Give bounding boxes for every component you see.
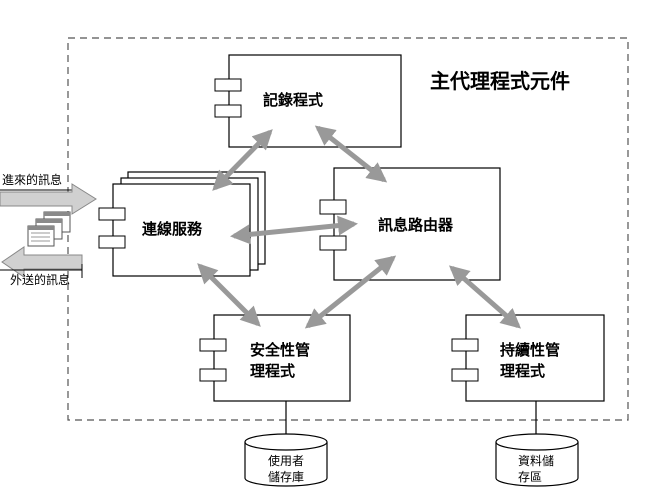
security-manager-label-1: 安全性管: [250, 341, 310, 359]
incoming-label: 進來的訊息: [2, 172, 62, 187]
connector-arrows: [197, 125, 522, 329]
user-repository-label-1: 使用者: [268, 453, 304, 468]
component-port-icon: [451, 338, 479, 352]
arrow-router-security: [304, 255, 397, 329]
message-router-label: 訊息路由器: [378, 216, 454, 234]
component-port-icon: [199, 338, 227, 352]
logger-component: 記錄程式: [214, 54, 402, 148]
data-store-label-1: 資料儲: [518, 454, 554, 468]
user-repository-label-2: 儲存庫: [268, 470, 304, 484]
component-port-icon: [451, 368, 479, 382]
component-port-icon: [319, 235, 347, 251]
security-manager-label-2: 理程式: [250, 362, 295, 380]
data-store-label-2: 存區: [518, 470, 542, 484]
component-port-icon: [319, 199, 347, 215]
arrow-logger-router: [314, 125, 388, 183]
component-port-icon: [214, 104, 242, 118]
component-port-icon: [214, 78, 242, 92]
incoming-arrow-icon: [0, 183, 97, 215]
arrow-logger-connection: [212, 129, 273, 191]
arrow-connection-router: [230, 215, 358, 245]
component-port-icon: [98, 207, 126, 221]
connection-service-label: 連線服務: [142, 220, 203, 238]
connection-service-component: 連線服務: [98, 171, 266, 277]
security-manager-component: 安全性管 理程式: [199, 314, 351, 402]
outgoing-flow: 外送的訊息: [0, 246, 83, 287]
incoming-flow: 進來的訊息: [0, 172, 97, 215]
diagram-title: 主代理程式元件: [430, 69, 570, 93]
data-store-database: 資料儲 存區: [495, 433, 579, 487]
outgoing-label: 外送的訊息: [10, 272, 70, 287]
message-stack-icon: [27, 211, 71, 247]
message-router-component: 訊息路由器: [319, 167, 501, 281]
logger-label: 記錄程式: [263, 91, 323, 109]
persistence-manager-component: 持續性管 理程式: [451, 314, 605, 402]
arrow-router-persistence: [448, 265, 522, 329]
user-repository-database: 使用者 儲存庫: [244, 433, 328, 487]
persistence-manager-label-1: 持續性管: [500, 341, 560, 359]
component-port-icon: [98, 235, 126, 249]
persistence-manager-label-2: 理程式: [500, 362, 545, 380]
arrow-connection-security: [197, 263, 261, 327]
component-port-icon: [199, 368, 227, 382]
